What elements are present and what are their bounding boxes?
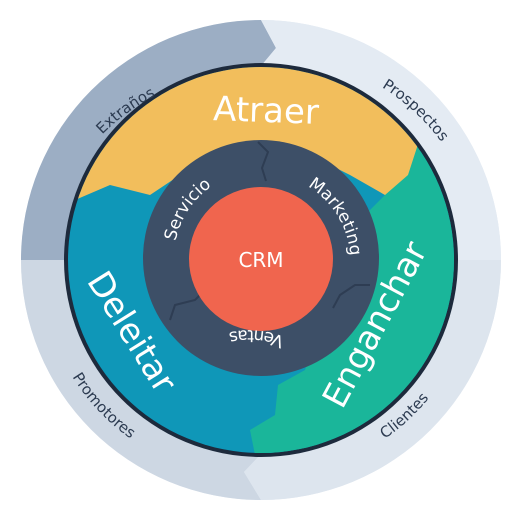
center-circle — [189, 187, 333, 331]
inner-ring-divider-3 — [169, 291, 204, 321]
outer-ring-segment-prospectos — [261, 20, 501, 276]
outer-ring-segment-extranos — [21, 20, 276, 260]
outer-ring-segment-clientes — [244, 260, 501, 500]
middle-ring-label-atraer: Atraer — [213, 89, 320, 133]
outer-ring-segment-promotores — [21, 260, 261, 500]
center-label: CRM — [238, 248, 283, 272]
inner-ring-divider-1 — [257, 141, 270, 182]
inner-ring-divider-2 — [332, 284, 370, 309]
